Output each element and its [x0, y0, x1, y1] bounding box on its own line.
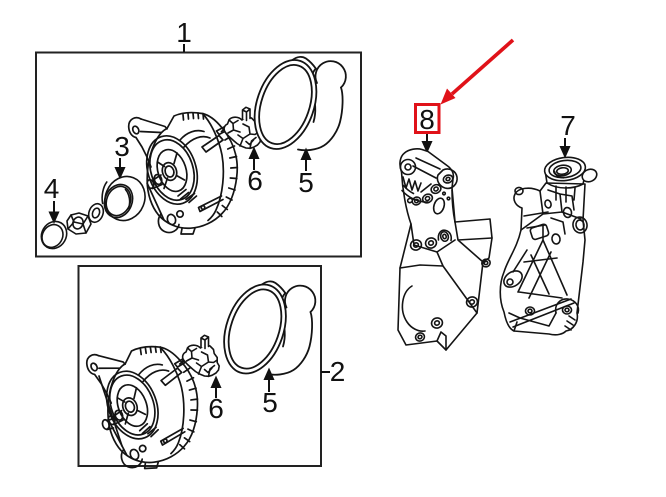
- svg-text:2: 2: [330, 356, 346, 387]
- svg-text:6: 6: [247, 165, 263, 196]
- svg-text:6: 6: [208, 393, 224, 424]
- svg-text:7: 7: [560, 110, 576, 141]
- svg-text:5: 5: [262, 387, 278, 418]
- svg-text:3: 3: [114, 131, 130, 162]
- svg-text:5: 5: [298, 167, 314, 198]
- svg-text:4: 4: [44, 173, 60, 204]
- svg-text:1: 1: [176, 17, 192, 48]
- svg-text:8: 8: [419, 104, 435, 135]
